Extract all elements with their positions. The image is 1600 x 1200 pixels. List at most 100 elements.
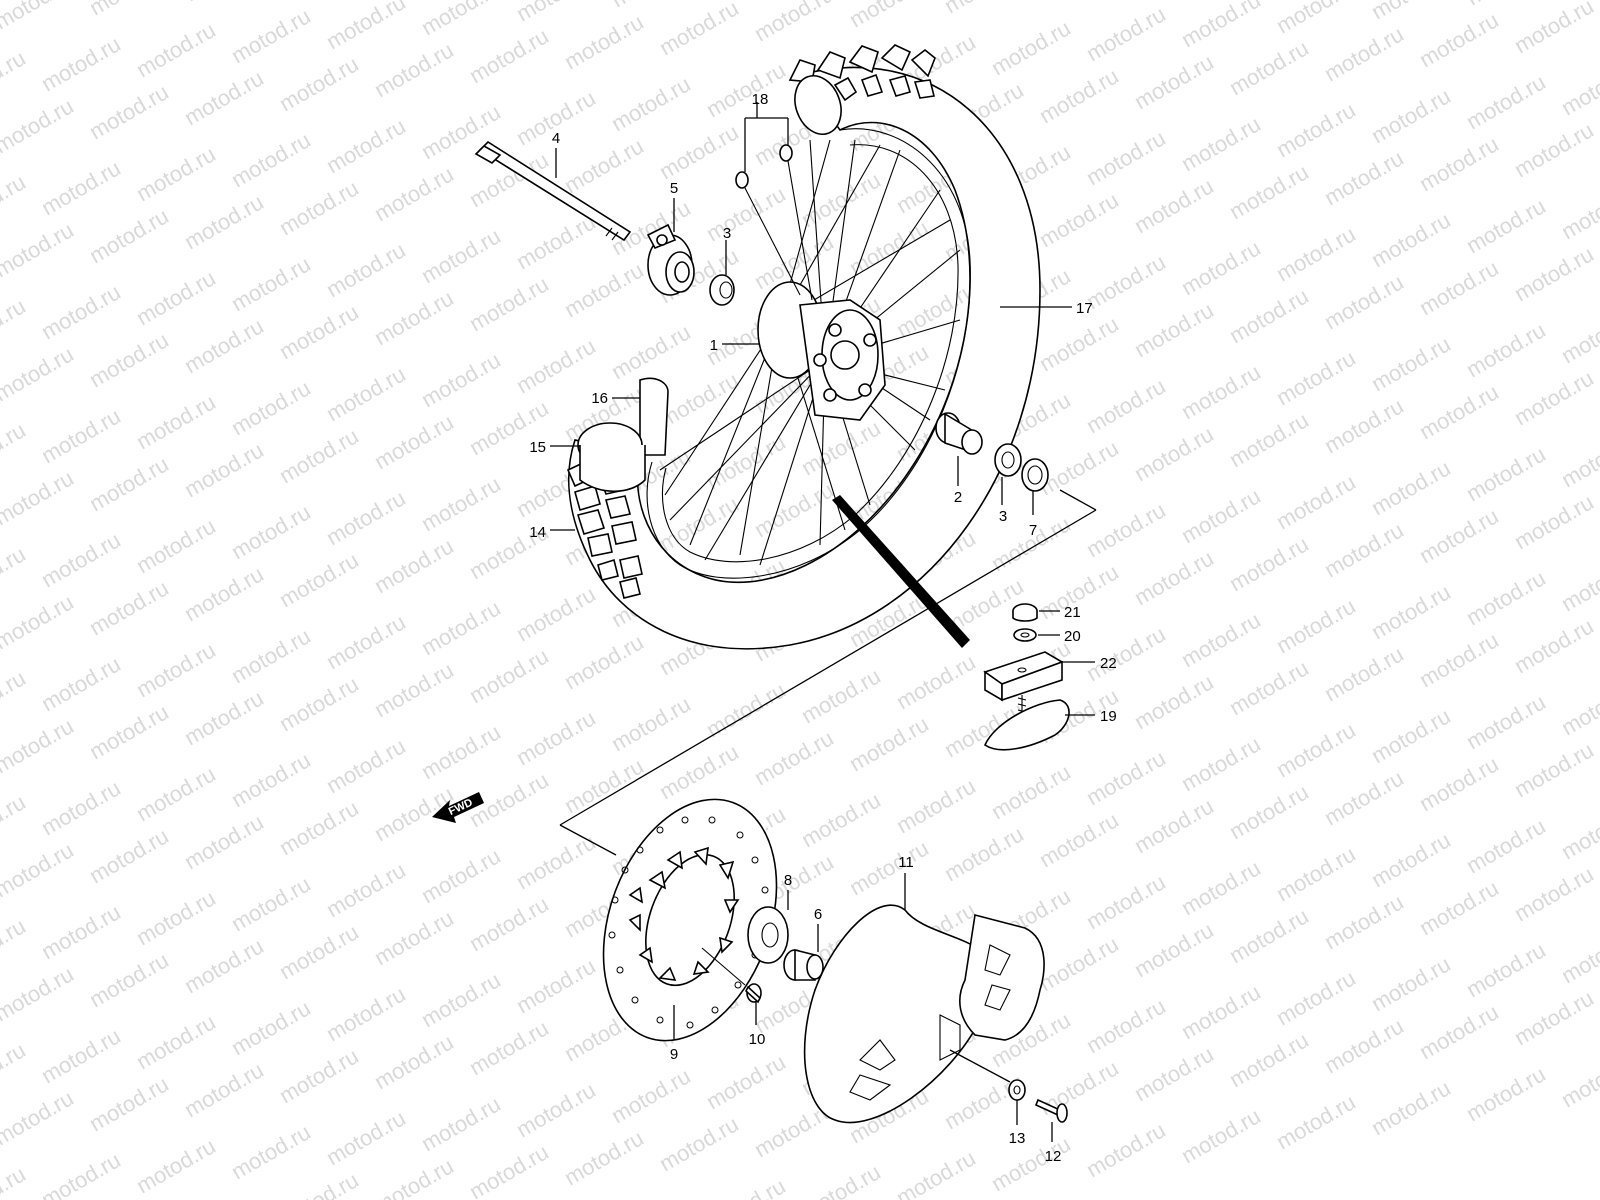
watermark-text: motod.ru — [987, 15, 1075, 80]
watermark-text: motod.ru — [1557, 1047, 1600, 1112]
watermark-text: motod.ru — [750, 0, 838, 46]
watermark-text: motod.ru — [322, 981, 410, 1046]
callout-12: 12 — [1045, 1148, 1062, 1165]
callout-19: 19 — [1100, 708, 1117, 725]
callout-3-upper: 3 — [723, 225, 731, 242]
watermark-text: motod.ru — [1225, 655, 1313, 720]
watermark-text: motod.ru — [322, 857, 410, 922]
watermark-text: motod.ru — [1367, 579, 1455, 644]
watermark-text: motod.ru — [560, 133, 648, 198]
watermark-text: motod.ru — [1510, 117, 1598, 182]
watermark-text: motod.ru — [750, 725, 838, 790]
watermark-text: motod.ru — [1415, 255, 1503, 320]
watermark-text: motod.ru — [0, 293, 30, 358]
callout-18: 18 — [752, 91, 769, 108]
watermark-text: motod.ru — [1320, 641, 1408, 706]
watermark-text: motod.ru — [227, 3, 315, 68]
watermark-text: motod.ru — [1415, 7, 1503, 72]
callout-6: 6 — [814, 906, 822, 923]
watermark-text: motod.ru — [37, 155, 125, 220]
watermark-text: motod.ru — [940, 0, 1028, 18]
watermark-text: motod.ru — [180, 809, 268, 874]
watermark-text: motod.ru — [227, 251, 315, 316]
watermark-text: motod.ru — [85, 699, 173, 764]
watermark-text: motod.ru — [1320, 393, 1408, 458]
watermark-text: motod.ru — [1462, 813, 1550, 878]
watermark-text: motod.ru — [1557, 675, 1600, 740]
speedometer-gearbox — [646, 223, 695, 296]
watermark-text: motod.ru — [1177, 607, 1265, 672]
watermark-text: motod.ru — [1130, 545, 1218, 610]
callout-21: 21 — [1064, 604, 1081, 621]
watermark-text: motod.ru — [180, 0, 268, 6]
watermark-text: motod.ru — [37, 899, 125, 964]
speedometer-drive-plate — [747, 906, 789, 964]
watermark-text: motod.ru — [1557, 303, 1600, 368]
watermark-text: motod.ru — [85, 823, 173, 888]
watermark-text: motod.ru — [1367, 83, 1455, 148]
watermark-text: motod.ru — [85, 327, 173, 392]
callout-17: 17 — [1076, 300, 1093, 317]
watermark-text: motod.ru — [1130, 49, 1218, 114]
watermark-text: motod.ru — [1130, 297, 1218, 362]
watermark-text: motod.ru — [132, 1133, 220, 1198]
watermark-text: motod.ru — [417, 0, 505, 40]
callout-22: 22 — [1100, 655, 1117, 672]
watermark-text: motod.ru — [227, 995, 315, 1060]
wheel-bearing-right — [994, 443, 1022, 477]
watermark-text: motod.ru — [85, 947, 173, 1012]
watermark-text: motod.ru — [275, 175, 363, 240]
watermark-text: motod.ru — [1035, 187, 1123, 252]
valve-washer — [1013, 628, 1037, 642]
watermark-text: motod.ru — [275, 1167, 363, 1200]
watermark-text: motod.ru — [1510, 0, 1598, 58]
watermark-text: motod.ru — [797, 167, 885, 232]
watermark-text: motod.ru — [275, 671, 363, 736]
watermark-text: motod.ru — [180, 313, 268, 378]
watermark-text: motod.ru — [1177, 111, 1265, 176]
callout-4: 4 — [552, 130, 560, 147]
watermark-text: motod.ru — [37, 1147, 125, 1200]
watermark-text: motod.ru — [0, 417, 30, 482]
watermark-text: motod.ru — [0, 0, 78, 34]
watermark-text: motod.ru — [1225, 283, 1313, 348]
watermark-text: motod.ru — [1367, 207, 1455, 272]
watermark-text: motod.ru — [797, 663, 885, 728]
watermark-text: motod.ru — [0, 665, 30, 730]
rim-lock — [983, 695, 1070, 751]
watermark-text: motod.ru — [1462, 1061, 1550, 1126]
callout-8: 8 — [784, 872, 792, 889]
watermark-text: motod.ru — [37, 279, 125, 344]
watermark-text: motod.ru — [560, 257, 648, 322]
watermark-text: motod.ru — [1415, 999, 1503, 1064]
watermark-text: motod.ru — [845, 0, 933, 32]
watermark-text: motod.ru — [1035, 311, 1123, 376]
watermark-text: motod.ru — [37, 1023, 125, 1088]
watermark-text: motod.ru — [1510, 985, 1598, 1050]
disc-bolt — [701, 947, 762, 1004]
watermark-text: motod.ru — [1035, 435, 1123, 500]
wheel-assembly — [566, 44, 1041, 650]
watermark-text: motod.ru — [1415, 503, 1503, 568]
callout-20: 20 — [1064, 628, 1081, 645]
watermark-text: motod.ru — [1177, 731, 1265, 796]
rim — [646, 128, 971, 579]
watermark-text: motod.ru — [1415, 131, 1503, 196]
watermark-text: motod.ru — [417, 595, 505, 660]
watermark-text: motod.ru — [132, 1009, 220, 1074]
watermark-text: motod.ru — [370, 1029, 458, 1094]
watermark-text: motod.ru — [1320, 145, 1408, 210]
watermark-text: motod.ru — [1462, 69, 1550, 134]
watermark-text: motod.ru — [1510, 489, 1598, 554]
watermark-text: motod.ru — [1557, 799, 1600, 864]
watermark-text: motod.ru — [797, 1159, 885, 1200]
watermark-text: motod.ru — [417, 471, 505, 536]
watermark-text: motod.ru — [0, 45, 30, 110]
watermark-text: motod.ru — [1130, 669, 1218, 734]
watermark-text: motod.ru — [1462, 0, 1550, 10]
watermark-text: motod.ru — [0, 465, 78, 530]
watermark-text: motod.ru — [132, 389, 220, 454]
watermark-text: motod.ru — [0, 913, 30, 978]
callout-15: 15 — [529, 439, 546, 456]
watermark-text: motod.ru — [180, 65, 268, 130]
